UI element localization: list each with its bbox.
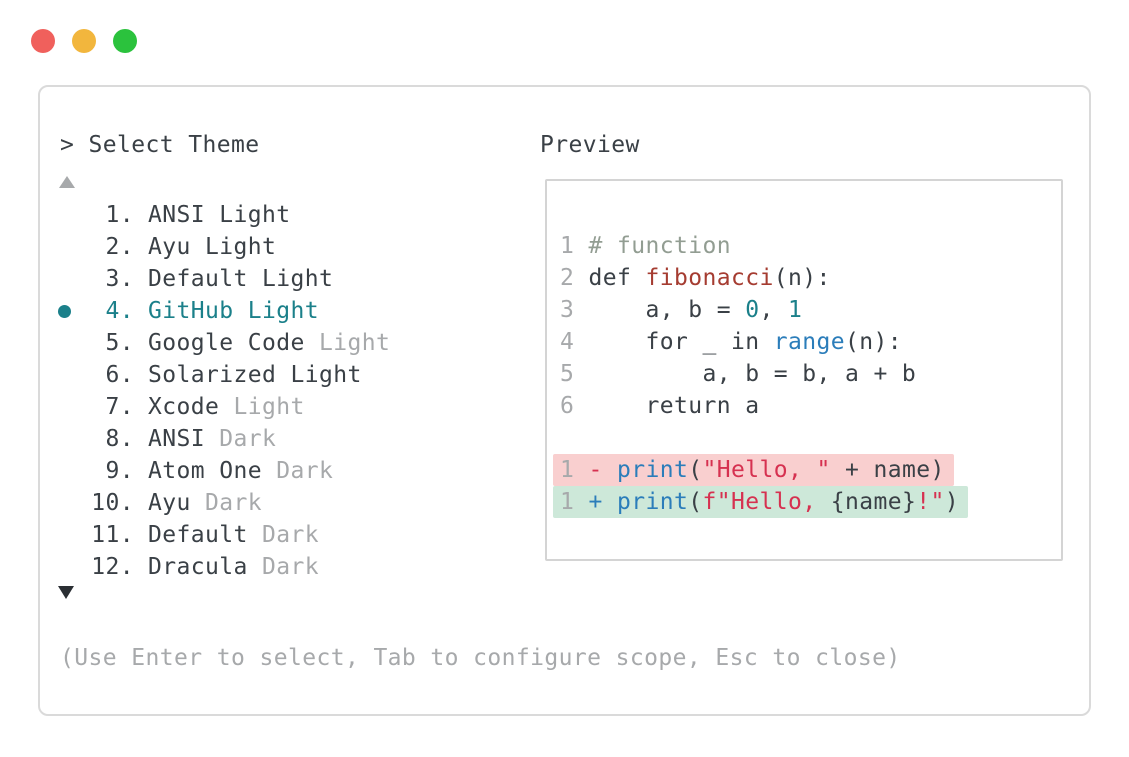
line-number: 6 (560, 393, 575, 419)
code-line (560, 422, 1053, 454)
code-line: 1 + print(f"Hello, {name}!") (553, 486, 1053, 518)
theme-item-dracula[interactable]: 12. Dracula Dark (40, 551, 520, 583)
theme-item-label: Google Code Light (148, 330, 391, 356)
maximize-button[interactable] (113, 29, 137, 53)
line-number: 2 (560, 265, 575, 291)
theme-item-xcode[interactable]: 7. Xcode Light (40, 391, 520, 423)
theme-item-google-code[interactable]: 5. Google Code Light (40, 327, 520, 359)
scroll-up-icon[interactable] (59, 176, 75, 188)
theme-item-label: Default Dark (148, 522, 319, 548)
theme-item-ansi-light[interactable]: 1. ANSI Light (40, 199, 520, 231)
theme-item-default-light[interactable]: 3. Default Light (40, 263, 520, 295)
theme-item-label: Solarized Light (148, 362, 362, 388)
theme-item-github-light[interactable]: 4. GitHub Light (40, 295, 520, 327)
keyboard-hint: (Use Enter to select, Tab to configure s… (60, 645, 901, 671)
select-theme-title: Select Theme (88, 132, 260, 158)
theme-item-solarized-light[interactable]: 6. Solarized Light (40, 359, 520, 391)
theme-item-number: 12. (91, 554, 134, 580)
scroll-down-icon[interactable] (58, 586, 74, 599)
theme-item-number: 1. (105, 202, 134, 228)
theme-item-ayu-light[interactable]: 2. Ayu Light (40, 231, 520, 263)
theme-item-ayu[interactable]: 10. Ayu Dark (40, 487, 520, 519)
theme-item-label: GitHub Light (148, 298, 319, 324)
theme-item-atom-one[interactable]: 9. Atom One Dark (40, 455, 520, 487)
line-number: 4 (560, 329, 575, 355)
theme-item-label: Ayu Dark (148, 490, 262, 516)
code-line: 1 - print("Hello, " + name) (553, 454, 1053, 486)
theme-item-label: Default Light (148, 266, 334, 292)
close-button[interactable] (31, 29, 55, 53)
theme-item-ansi[interactable]: 8. ANSI Dark (40, 423, 520, 455)
line-number: 1 (560, 233, 575, 259)
theme-item-number: 3. (105, 266, 134, 292)
code-preview: 1 # function 2 def fibonacci(n): 3 a, b = … (553, 230, 1053, 518)
theme-item-variant: Light (304, 330, 391, 356)
code-line: 5 a, b = b, a + b (560, 361, 917, 387)
line-number: 1 (560, 489, 575, 515)
theme-item-label: Ayu Light (148, 234, 277, 260)
line-number: 1 (560, 457, 575, 483)
theme-item-label: ANSI Light (148, 202, 291, 228)
line-number: 3 (560, 297, 575, 323)
theme-item-number: 8. (105, 426, 134, 452)
theme-item-variant: Dark (261, 458, 334, 484)
theme-picker-window: > Select Theme Preview 1. ANSI Light 2. Ayu… (38, 85, 1091, 716)
theme-item-number: 4. (105, 298, 134, 324)
theme-item-number: 2. (105, 234, 134, 260)
preview-label: Preview (540, 132, 640, 158)
theme-item-variant: Dark (205, 426, 277, 452)
theme-item-variant: Light (219, 394, 305, 420)
theme-item-variant: Dark (247, 554, 319, 580)
theme-item-variant: Dark (247, 522, 319, 548)
theme-item-number: 5. (105, 330, 134, 356)
theme-item-label: ANSI Dark (148, 426, 277, 452)
theme-item-number: 6. (105, 362, 134, 388)
selected-bullet-icon (58, 304, 71, 318)
code-line: 2 def fibonacci(n): (560, 265, 831, 291)
minimize-button[interactable] (72, 29, 96, 53)
theme-item-label: Atom One Dark (148, 458, 334, 484)
theme-item-number: 9. (105, 458, 134, 484)
line-number: 5 (560, 361, 575, 387)
code-line: 1 # function (560, 233, 731, 259)
theme-item-variant: Dark (190, 490, 262, 516)
theme-item-label: Dracula Dark (148, 554, 319, 580)
theme-item-number: 11. (91, 522, 134, 548)
code-line: 6 return a (560, 393, 760, 419)
theme-item-number: 10. (91, 490, 134, 516)
theme-item-default[interactable]: 11. Default Dark (40, 519, 520, 551)
theme-list: 1. ANSI Light 2. Ayu Light 3. Default Light 4.… (40, 199, 520, 583)
theme-item-number: 7. (105, 394, 134, 420)
traffic-lights (31, 29, 137, 53)
page-title: > Select Theme (60, 129, 259, 161)
preview-panel: 1 # function 2 def fibonacci(n): 3 a, b = … (545, 179, 1063, 561)
theme-item-label: Xcode Light (148, 394, 305, 420)
code-line: 3 a, b = 0, 1 (560, 297, 803, 323)
code-line: 4 for _ in range(n): (560, 329, 902, 355)
prompt-icon: > (60, 132, 75, 158)
